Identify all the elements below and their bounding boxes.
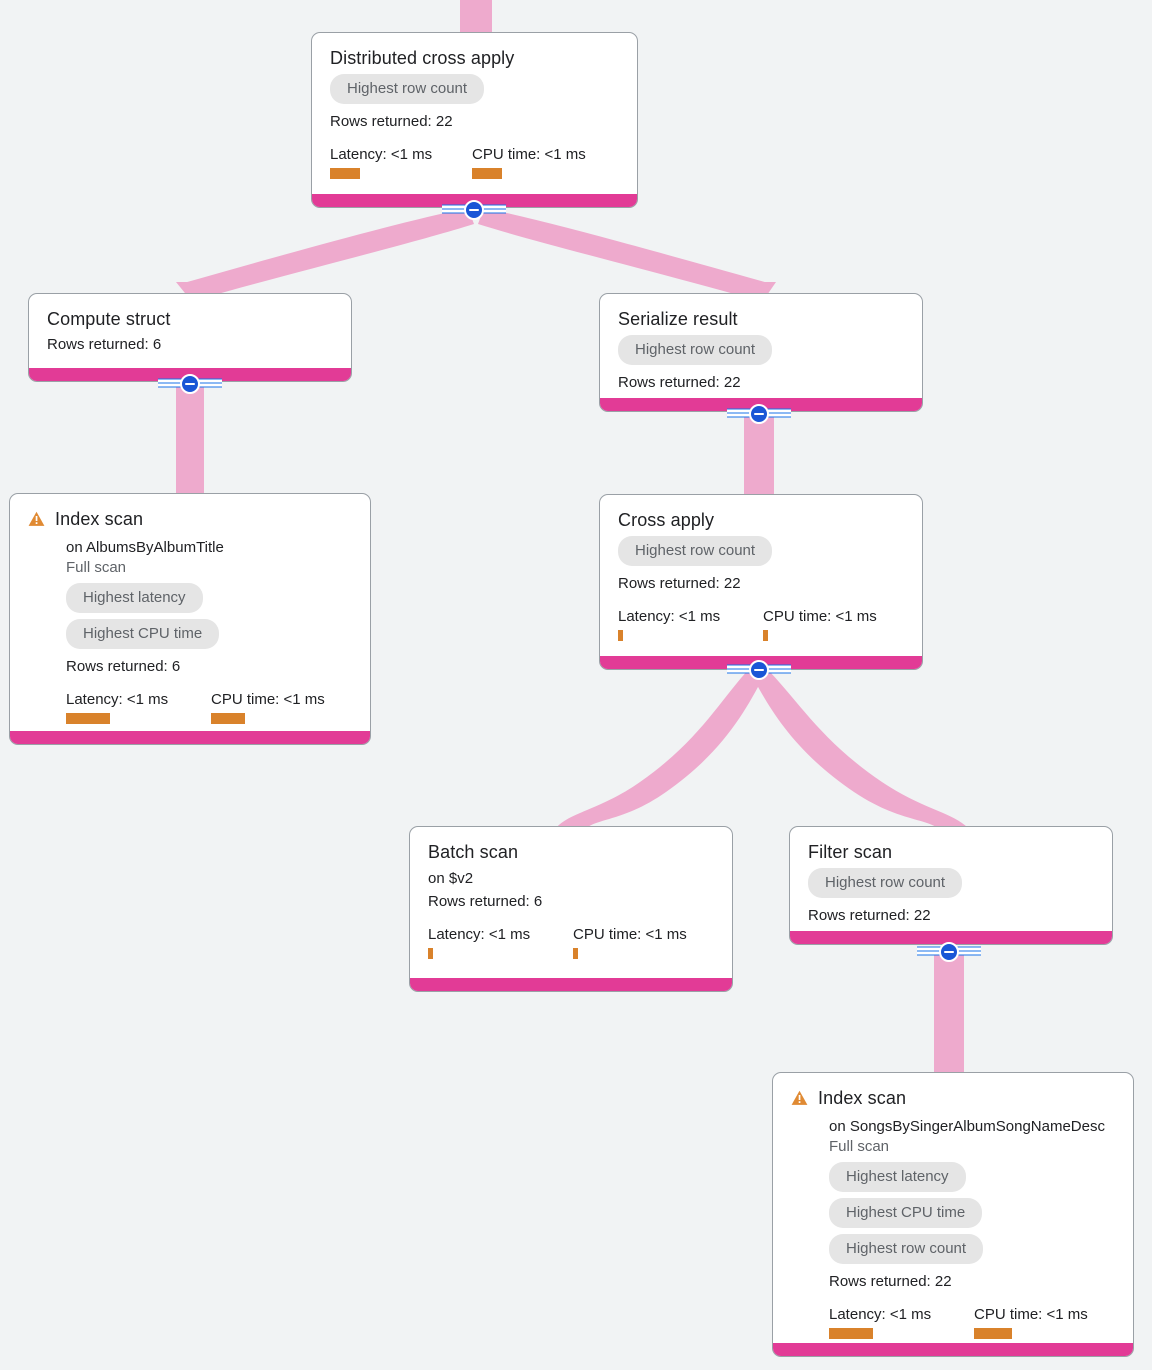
plan-node-index-scan-songs[interactable]: Index scan on SongsBySingerAlbumSongName…: [772, 1072, 1134, 1357]
plan-node-cross-apply[interactable]: Cross apply Highest row count Rows retur…: [599, 494, 923, 670]
edge-root-inlet: [460, 0, 492, 34]
chip-highest-latency: Highest latency: [66, 583, 203, 613]
node-scan-type: Full scan: [66, 559, 127, 576]
chip-highest-row-count: Highest row count: [330, 74, 485, 104]
node-cpu-bar: [763, 630, 768, 641]
node-cpu-bar: [974, 1328, 1012, 1339]
minus-circle-icon[interactable]: [464, 200, 484, 220]
plan-node-index-scan-albums[interactable]: Index scan on AlbumsByAlbumTitle Full sc…: [9, 493, 371, 745]
node-subtitle: on AlbumsByAlbumTitle: [66, 539, 224, 556]
collapse-toggle-cross-apply[interactable]: [727, 659, 791, 681]
node-chips: Highest latency Highest CPU time Highest…: [829, 1162, 1115, 1270]
node-footer-bar: [410, 978, 732, 991]
node-cpu-label: CPU time: <1 ms: [974, 1306, 1088, 1323]
node-cpu-label: CPU time: <1 ms: [763, 608, 877, 625]
chip-highest-latency: Highest latency: [829, 1162, 966, 1192]
chip-highest-row-count: Highest row count: [618, 335, 773, 365]
node-cpu-metric: CPU time: <1 ms: [211, 690, 325, 724]
node-title: Index scan: [55, 509, 144, 529]
node-title: Batch scan: [428, 842, 519, 862]
node-chips: Highest latency Highest CPU time: [66, 583, 352, 655]
node-latency-label: Latency: <1 ms: [829, 1306, 932, 1323]
node-rows-returned: Rows returned: 22: [330, 113, 453, 130]
node-subtitle: on $v2: [428, 870, 474, 887]
edge-cross-apply-to-batch-scan: [556, 668, 766, 828]
node-title: Serialize result: [618, 309, 738, 329]
edge-compute-struct-to-index-scan-albums: [176, 382, 204, 494]
node-latency-label: Latency: <1 ms: [618, 608, 721, 625]
minus-circle-icon[interactable]: [939, 942, 959, 962]
edge-filter-scan-to-index-scan-songs: [934, 950, 964, 1074]
node-title: Distributed cross apply: [330, 48, 515, 68]
node-rows-returned: Rows returned: 22: [618, 374, 741, 391]
node-rows-returned: Rows returned: 22: [808, 907, 931, 924]
node-title: Filter scan: [808, 842, 893, 862]
node-chips: Highest row count: [618, 335, 904, 371]
minus-circle-icon[interactable]: [180, 374, 200, 394]
node-cpu-metric: CPU time: <1 ms: [763, 607, 877, 641]
node-latency-label: Latency: <1 ms: [330, 146, 433, 163]
chip-highest-cpu-time: Highest CPU time: [66, 619, 220, 649]
node-footer-bar: [773, 1343, 1133, 1356]
node-latency-bar: [330, 168, 360, 179]
node-chips: Highest row count: [808, 868, 1094, 904]
minus-circle-icon[interactable]: [749, 404, 769, 424]
node-latency-metric: Latency: <1 ms: [829, 1305, 974, 1339]
chip-highest-row-count: Highest row count: [808, 868, 963, 898]
collapse-toggle-serialize-result[interactable]: [727, 403, 791, 425]
chip-highest-row-count: Highest row count: [618, 536, 773, 566]
node-latency-metric: Latency: <1 ms: [66, 690, 211, 724]
plan-node-compute-struct[interactable]: Compute struct Rows returned: 6: [28, 293, 352, 382]
node-title: Index scan: [818, 1088, 907, 1108]
collapse-toggle-filter-scan[interactable]: [917, 941, 981, 963]
plan-node-serialize-result[interactable]: Serialize result Highest row count Rows …: [599, 293, 923, 412]
plan-node-distributed-cross-apply[interactable]: Distributed cross apply Highest row coun…: [311, 32, 638, 208]
node-cpu-bar: [472, 168, 502, 179]
node-footer-bar: [10, 731, 370, 744]
node-title: Compute struct: [47, 309, 171, 329]
node-latency-bar: [829, 1328, 873, 1339]
chip-highest-cpu-time: Highest CPU time: [829, 1198, 983, 1228]
warning-triangle-icon: [791, 1090, 808, 1111]
minus-circle-icon[interactable]: [749, 660, 769, 680]
node-cpu-metric: CPU time: <1 ms: [573, 925, 687, 959]
node-rows-returned: Rows returned: 6: [47, 336, 162, 353]
node-chips: Highest row count: [330, 74, 619, 110]
plan-node-batch-scan[interactable]: Batch scan on $v2 Rows returned: 6 Laten…: [409, 826, 733, 992]
collapse-toggle-distributed-cross-apply[interactable]: [442, 199, 506, 221]
node-cpu-label: CPU time: <1 ms: [211, 691, 325, 708]
node-chips: Highest row count: [618, 536, 904, 572]
node-footer-bar: [790, 931, 1112, 944]
node-title: Cross apply: [618, 510, 715, 530]
node-latency-metric: Latency: <1 ms: [330, 145, 472, 179]
collapse-toggle-compute-struct[interactable]: [158, 373, 222, 395]
node-latency-bar: [618, 630, 623, 641]
node-latency-label: Latency: <1 ms: [66, 691, 169, 708]
node-rows-returned: Rows returned: 6: [66, 658, 181, 675]
node-latency-metric: Latency: <1 ms: [618, 607, 763, 641]
node-latency-bar: [66, 713, 110, 724]
node-cpu-label: CPU time: <1 ms: [573, 926, 687, 943]
edge-distributed-cross-apply-to-serialize-result: [478, 208, 772, 300]
node-scan-type: Full scan: [829, 1138, 890, 1155]
edge-cross-apply-to-filter-scan: [750, 668, 968, 828]
warning-triangle-icon: [28, 511, 45, 532]
node-latency-label: Latency: <1 ms: [428, 926, 531, 943]
node-cpu-metric: CPU time: <1 ms: [974, 1305, 1088, 1339]
node-latency-bar: [428, 948, 433, 959]
node-subtitle: on SongsBySingerAlbumSongNameDesc: [829, 1118, 1105, 1135]
node-cpu-label: CPU time: <1 ms: [472, 146, 586, 163]
node-rows-returned: Rows returned: 22: [829, 1273, 952, 1290]
node-rows-returned: Rows returned: 6: [428, 893, 543, 910]
edge-distributed-cross-apply-to-compute-struct: [180, 208, 474, 300]
plan-node-filter-scan[interactable]: Filter scan Highest row count Rows retur…: [789, 826, 1113, 945]
node-cpu-bar: [573, 948, 578, 959]
node-cpu-metric: CPU time: <1 ms: [472, 145, 586, 179]
node-rows-returned: Rows returned: 22: [618, 575, 741, 592]
chip-highest-row-count: Highest row count: [829, 1234, 984, 1264]
node-latency-metric: Latency: <1 ms: [428, 925, 573, 959]
node-cpu-bar: [211, 713, 245, 724]
